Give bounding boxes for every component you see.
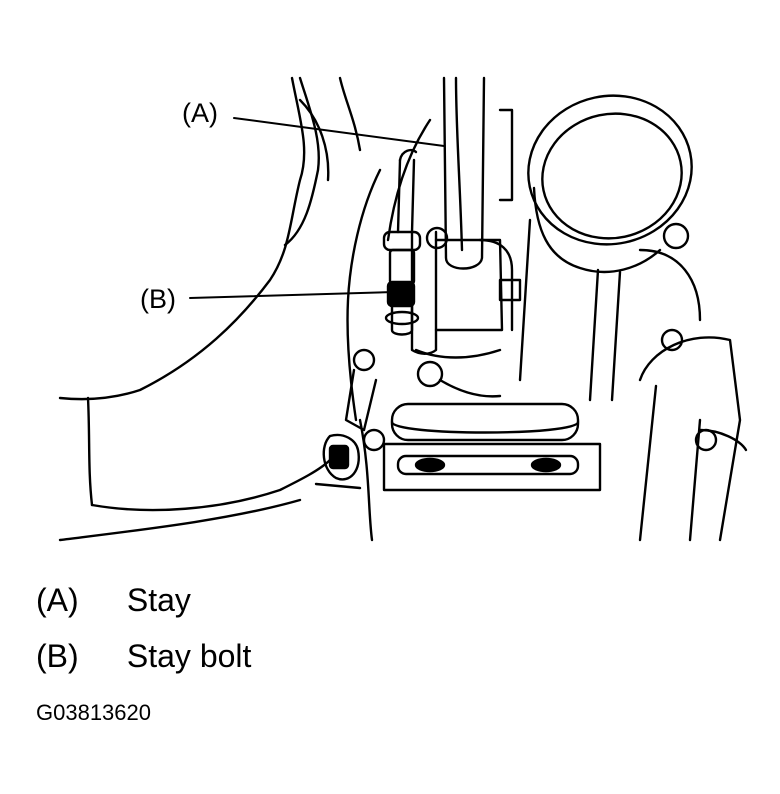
legend-key-b: (B) [36,638,79,674]
stay-bolt [384,280,420,336]
stay-bolt-illustration [58,76,748,542]
stay [382,148,422,286]
leader-lines [189,117,445,299]
hose [442,76,514,270]
legend-row-a: (A) Stay [36,584,191,616]
legend-key-a: (A) [36,582,79,618]
legend-label-a: Stay [126,582,191,618]
crossmember [382,360,602,492]
callout-label-a: (A) [182,98,218,128]
connector-clip [314,348,386,490]
figure-id: G03813620 [36,700,151,725]
canister [518,94,693,402]
legend-row-b: (B) Stay bolt [36,640,251,672]
leader-line-a [233,117,445,147]
body-panel-outline [58,76,362,542]
strut-arm [638,336,748,542]
leader-line-b [189,291,395,299]
bracket [410,226,522,359]
callout-label-b: (B) [140,284,176,314]
legend-label-b: Stay bolt [126,638,252,674]
